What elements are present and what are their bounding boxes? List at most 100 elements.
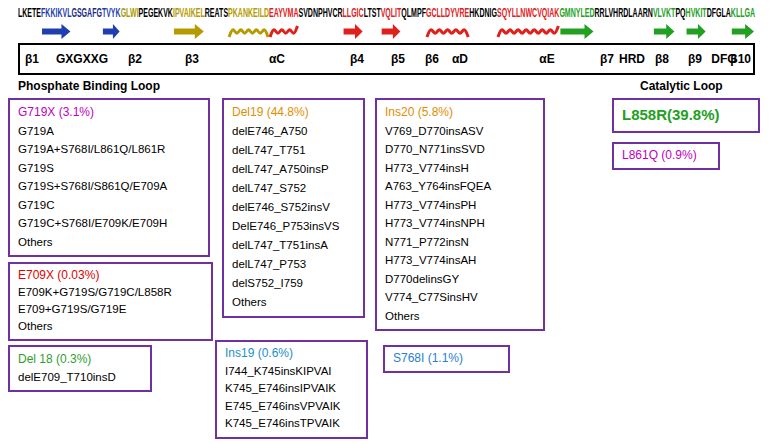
sequence-segment: GMNYLED [559,6,594,20]
sequence-segment: EAYVMA [269,6,298,20]
mutation-entry: V769_D770insASV [385,122,533,141]
mutation-entry: delE746_A750 [232,122,353,141]
structure-element-label: β3 [185,51,199,67]
alpha-helix-coil [270,26,297,37]
mutation-entry: G719C [18,196,198,215]
mutation-entry: D770delinsGY [385,270,533,289]
mutation-entry: Others [18,233,198,252]
mutation-box: L861Q (0.9%) [612,142,720,170]
sequence-segment: HVKIT [686,6,707,20]
structure-element-label: β7 [600,51,614,67]
mutation-entry: K745_E746insIPVAIK [225,380,356,398]
mutation-entry: E709K+G719S/G719C/L858R [18,284,201,301]
alpha-helix-coil [427,30,468,37]
alpha-helix-coil [229,30,268,37]
mutation-entry: G719C+S768I/E709K/E709H [18,214,198,233]
sequence-segment: SQYLLNWCVQIAK [497,6,559,20]
mutation-entry: N771_P772insN [385,233,533,252]
sequence-segment: PQ [675,6,685,20]
beta-strand-arrow [560,24,593,39]
region-label: Phosphate Binding Loop [18,79,160,93]
mutation-class-heading: L861Q (0.9%) [622,147,708,164]
structure-element-label: αC [269,51,285,67]
mutation-entry: delL747_A750insP [232,160,353,179]
structure-element-label: β9 [688,51,702,67]
mutation-entry: DelE746_P753insVS [232,217,353,236]
mutation-box: S768I (1.1%) [383,345,510,373]
sequence-segment: LTST [364,6,381,20]
region-label: Catalytic Loop [640,79,723,93]
beta-strand-arrow [344,24,363,39]
kinase-sequence: LKETEFKKIKVLGSGAFGTVYKGLWIPEGEKVKIPVAIKE… [18,6,755,20]
mutation-entry: Others [18,318,201,335]
mutation-box: L858R(39.8%) [612,98,760,133]
structure-element-label: β8 [655,51,669,67]
mutation-class-heading: Ins19 (0.6%) [225,345,356,363]
mutation-class-heading: L858R(39.8%) [622,103,748,127]
mutation-entry: A763_Y764insFQEA [385,177,533,196]
structure-element-label: β6 [425,51,439,67]
alpha-helix-coil [498,26,558,37]
beta-strand-arrow [382,24,401,39]
sequence-segment: GLWI [121,6,139,20]
mutation-class-heading: S768I (1.1%) [393,350,498,367]
mutation-class-heading: Del 18 (0.3%) [18,350,140,368]
structure-element-label: αE [539,51,554,67]
sequence-segment: LLGIC [343,6,364,20]
mutation-box: G719X (3.1%)G719AG719A+S768I/L861Q/L861R… [8,98,210,257]
mutation-entry: H773_V774insPH [385,196,533,215]
mutation-box: Del19 (44.8%)delE746_A750delL747_T751del… [222,98,365,318]
mutation-entry: G719S [18,159,198,178]
sequence-segment: SVDNPHVCR [298,6,342,20]
mutation-entry: E709+G719S/G719E [18,301,201,318]
structure-element-label: β4 [350,51,364,67]
structure-element-label: HRD [619,51,645,67]
sequence-segment: DFGLA [707,6,731,20]
mutation-entry: delE709_T710insD [18,368,140,386]
mutation-entry: V774_C77SinsHV [385,288,533,307]
mutation-entry: I744_K745insKIPVAI [225,363,356,381]
mutation-entry: delL747_T751insA [232,236,353,255]
mutation-class-heading: G719X (3.1%) [18,103,198,122]
mutation-class-heading: Ins20 (5.8%) [385,103,533,122]
mutation-entry: delL747_S752 [232,179,353,198]
sequence-segment: HKDNIG [469,6,497,20]
mutation-entry: delL747_T751 [232,141,353,160]
mutation-entry: delS752_I759 [232,274,353,293]
mutation-entry: D770_N771insSVD [385,140,533,159]
mutation-box: Ins19 (0.6%)I744_K745insKIPVAIK745_E746i… [215,340,368,439]
sequence-segment: QLMPF [401,6,426,20]
structure-element-label: β5 [391,51,405,67]
mutation-entry: Others [385,307,533,326]
sequence-segment: PEGEKVK [139,6,173,20]
sequence-segment: VLVKT [653,6,676,20]
domain-track-box: β1GXGXXGβ2β3αCβ4β5β6αDαEβ7HRDβ8β9DFGβ10 [18,43,755,75]
structure-element-label: αD [452,51,468,67]
sequence-segment: KLLGA [731,6,755,20]
mutation-class-heading: Del19 (44.8%) [232,103,353,122]
sequence-segment: FKKIKVL [41,6,71,20]
mutation-entry: Others [232,293,353,312]
structure-element-label: GXGXXG [56,51,108,67]
beta-strand-arrow [103,24,120,39]
sequence-segment: PKANKEILD [228,6,269,20]
sequence-segment: GCLLDYVRE [426,6,469,20]
mutation-box: Ins20 (5.8%)V769_D770insASVD770_N771insS… [375,98,545,331]
beta-strand-arrow [687,24,706,39]
mutation-entry: G719S+S768I/S861Q/E709A [18,177,198,196]
mutation-entry: E745_E746insVPVAIK [225,398,356,416]
sequence-segment: VQLIT [381,6,402,20]
mutation-entry: H773_V774insNPH [385,214,533,233]
mutation-box: E709X (0.03%)E709K+G719S/G719C/L858RE709… [8,262,213,341]
structure-element-label: β10 [730,51,751,67]
mutation-entry: H773_V774insAH [385,251,533,270]
sequence-segment: IPVAIKEL [173,6,205,20]
mutation-entry: delE746_S752insV [232,198,353,217]
mutation-box: Del 18 (0.3%)delE709_T710insD [8,345,152,392]
structure-element-label: β2 [128,51,142,67]
sequence-segment: REATS [205,6,228,20]
beta-strand-arrow [654,24,675,39]
sequence-segment: RRLVHRDLAARN [595,6,653,20]
beta-strand-arrow [732,24,754,39]
